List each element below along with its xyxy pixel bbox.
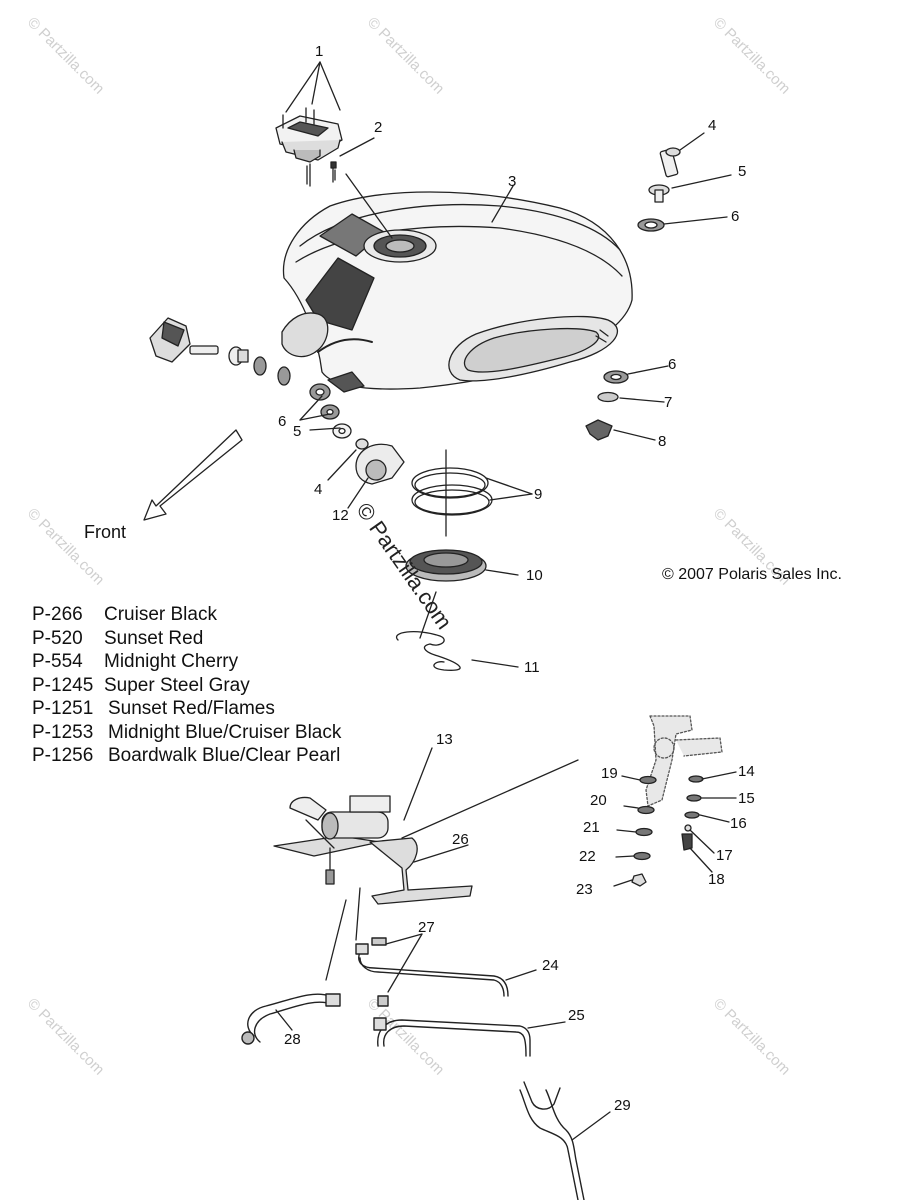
right-hardware — [585, 147, 681, 441]
callout-24: 24 — [542, 957, 559, 974]
callout-20: 20 — [590, 792, 607, 809]
screw-part-2 — [330, 161, 337, 183]
legend-row: P-520 Sunset Red — [32, 627, 341, 651]
paint-name: Sunset Red — [104, 627, 204, 649]
legend-row: P-554 Midnight Cherry — [32, 650, 341, 674]
paint-code: P-1253 — [32, 721, 94, 743]
legend-row: P-266 Cruiser Black — [32, 603, 341, 627]
callout-7: 7 — [664, 394, 673, 411]
callout-11: 11 — [524, 659, 540, 676]
legend-row: P-1245 Super Steel Gray — [32, 674, 341, 698]
paint-name: Midnight Blue/Cruiser Black — [108, 721, 342, 743]
left-hardware — [149, 317, 405, 485]
sender-hardware — [631, 775, 704, 887]
callout-8: 8 — [658, 433, 667, 450]
paint-code: P-520 — [32, 627, 83, 649]
paint-code: P-266 — [32, 604, 83, 625]
fuel-lines — [241, 937, 585, 1200]
fuel-level-sender — [645, 715, 723, 807]
callout-19: 19 — [601, 765, 618, 782]
callout-14: 14 — [738, 763, 755, 780]
front-label: Front — [84, 522, 127, 542]
paint-code: P-1251 — [32, 698, 94, 719]
callout-26: 26 — [452, 831, 469, 848]
front-arrow-icon — [143, 429, 243, 521]
callout-1: 1 — [315, 43, 324, 60]
callout-3: 3 — [508, 173, 517, 190]
callout-6: 6 — [668, 356, 677, 373]
callout-21: 21 — [583, 819, 600, 836]
copyright-notice: © 2007 Polaris Sales Inc. — [662, 566, 842, 583]
callout-9: 9 — [534, 486, 543, 503]
callout-25: 25 — [568, 1007, 585, 1024]
paint-code: P-1256 — [32, 745, 94, 766]
callout-4: 4 — [314, 481, 323, 498]
callout-4: 4 — [708, 117, 717, 134]
paint-code: P-1245 — [32, 674, 94, 696]
callout-23: 23 — [576, 881, 593, 898]
callout-28: 28 — [284, 1031, 301, 1048]
callout-13: 13 — [436, 731, 453, 748]
callout-29: 29 — [614, 1097, 631, 1114]
color-legend: P-266 Cruiser Black P-520 Sunset Red P-554… — [32, 603, 341, 768]
fuel-tank — [281, 191, 633, 390]
callout-16: 16 — [730, 815, 747, 832]
paint-name: Sunset Red/Flames — [108, 698, 275, 719]
callout-27: 27 — [418, 919, 435, 936]
callout-12: 12 — [332, 507, 349, 524]
paint-name: Boardwalk Blue/Clear Pearl — [108, 745, 341, 766]
legend-row: P-1251 Sunset Red/Flames — [32, 697, 341, 721]
paint-name: Cruiser Black — [104, 604, 217, 625]
callout-6: 6 — [278, 413, 287, 430]
callout-2: 2 — [374, 119, 383, 136]
callout-5: 5 — [293, 423, 302, 440]
gasket-rings — [395, 449, 493, 671]
callout-17: 17 — [716, 847, 733, 864]
paint-name: Midnight Cherry — [104, 651, 239, 672]
fuel-cap-assembly — [275, 107, 343, 187]
callout-6: 6 — [731, 208, 740, 225]
callout-10: 10 — [526, 567, 543, 584]
legend-row: P-1253 Midnight Blue/Cruiser Black — [32, 721, 341, 745]
callout-5: 5 — [738, 163, 747, 180]
callout-15: 15 — [738, 790, 755, 807]
callout-18: 18 — [708, 871, 725, 888]
fuel-pump-assembly — [273, 795, 473, 905]
callout-22: 22 — [579, 848, 596, 865]
paint-code: P-554 — [32, 651, 83, 672]
paint-name: Super Steel Gray — [104, 674, 250, 696]
legend-row: P-1256 Boardwalk Blue/Clear Pearl — [32, 744, 341, 768]
